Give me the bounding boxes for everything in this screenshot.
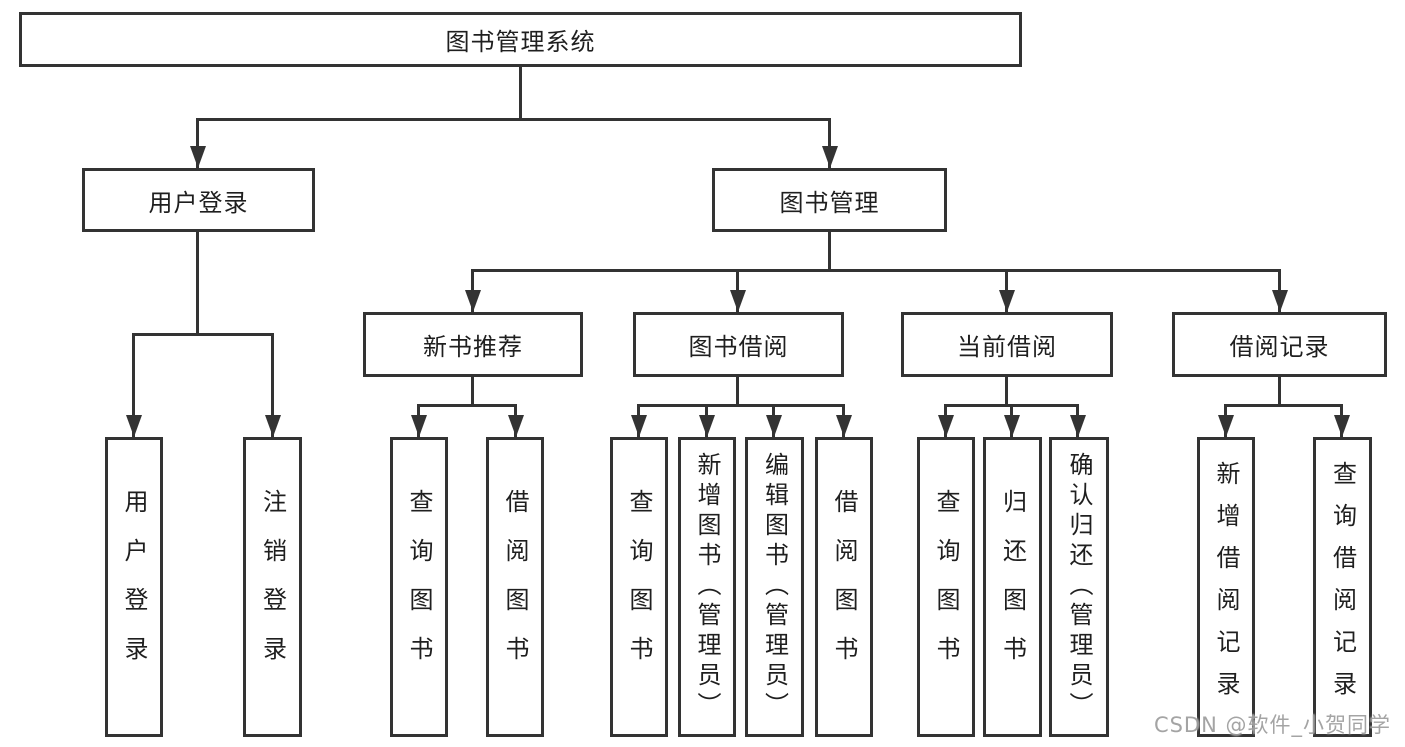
node-label: 确认归还（管理员）: [1065, 452, 1093, 722]
connector-line: [417, 404, 517, 407]
node-label: 图书管理: [779, 188, 880, 217]
node-label: 当前借阅: [957, 333, 1057, 361]
connector-line: [196, 118, 199, 168]
node-label: 新增借阅记录: [1212, 461, 1240, 713]
arrow-down-icon: [730, 290, 746, 312]
node-label: 查询图书: [405, 489, 433, 685]
node-borrowing-records: 借阅记录: [1172, 312, 1387, 377]
connector-line: [471, 269, 1281, 272]
connector-line: [132, 333, 274, 336]
node-label: 用户登录: [120, 489, 148, 685]
connector-line: [1278, 377, 1281, 407]
node-library-management-system: 图书管理系统: [19, 12, 1022, 67]
arrow-down-icon: [126, 415, 142, 437]
leaf-return-books: 归还图书: [983, 437, 1042, 737]
arrow-down-icon: [465, 290, 481, 312]
node-label: 查询图书: [625, 489, 653, 685]
leaf-logout: 注销登录: [243, 437, 302, 737]
arrow-down-icon: [699, 415, 715, 437]
leaf-user-login: 用户登录: [105, 437, 163, 737]
leaf-query-books-borrowing: 查询图书: [610, 437, 668, 737]
leaf-borrow-books-borrowing: 借阅图书: [815, 437, 873, 737]
node-label: 查询图书: [932, 489, 960, 685]
node-label: 查询借阅记录: [1328, 461, 1357, 713]
leaf-query-borrow-record: 查询借阅记录: [1313, 437, 1372, 737]
arrow-down-icon: [822, 146, 838, 168]
arrow-down-icon: [631, 415, 647, 437]
node-book-borrowing: 图书借阅: [633, 312, 844, 377]
node-label: 新书推荐: [423, 333, 523, 361]
leaf-add-borrow-record: 新增借阅记录: [1197, 437, 1255, 737]
node-new-book-recommendation: 新书推荐: [363, 312, 583, 377]
arrow-down-icon: [1070, 415, 1086, 437]
leaf-query-books-recommend: 查询图书: [390, 437, 448, 737]
arrow-down-icon: [265, 415, 281, 437]
node-label: 借阅记录: [1229, 333, 1330, 361]
arrow-down-icon: [999, 290, 1015, 312]
leaf-add-book-admin: 新增图书（管理员）: [678, 437, 736, 737]
arrow-down-icon: [836, 415, 852, 437]
node-label: 归还图书: [998, 489, 1027, 685]
arrow-down-icon: [508, 415, 524, 437]
connector-line: [828, 118, 831, 168]
arrow-down-icon: [190, 146, 206, 168]
connector-line: [828, 232, 831, 272]
connector-line: [471, 377, 474, 407]
arrow-down-icon: [1004, 415, 1020, 437]
connector-line: [519, 67, 522, 120]
arrow-down-icon: [1334, 415, 1350, 437]
node-label: 编辑图书（管理员）: [760, 452, 789, 722]
node-label: 图书管理系统: [445, 28, 596, 56]
connector-line: [196, 118, 831, 121]
connector-line: [196, 232, 199, 336]
node-label: 注销登录: [258, 489, 287, 685]
arrow-down-icon: [411, 415, 427, 437]
node-current-borrowing: 当前借阅: [901, 312, 1113, 377]
node-label: 借阅图书: [501, 489, 529, 685]
node-label: 用户登录: [148, 188, 249, 217]
arrow-down-icon: [938, 415, 954, 437]
node-book-management: 图书管理: [712, 168, 947, 232]
leaf-borrow-books-recommend: 借阅图书: [486, 437, 544, 737]
node-label: 新增图书（管理员）: [693, 452, 721, 722]
connector-line: [1224, 404, 1343, 407]
arrow-down-icon: [1218, 415, 1234, 437]
connector-line: [132, 333, 135, 437]
node-user-login: 用户登录: [82, 168, 315, 232]
arrow-down-icon: [766, 415, 782, 437]
node-label: 借阅图书: [830, 489, 858, 685]
connector-line: [271, 333, 274, 437]
leaf-confirm-return-admin: 确认归还（管理员）: [1049, 437, 1109, 737]
watermark: CSDN @软件_小贺同学: [1153, 713, 1391, 737]
connector-line: [1005, 377, 1008, 407]
leaf-edit-book-admin: 编辑图书（管理员）: [745, 437, 804, 737]
arrow-down-icon: [1272, 290, 1288, 312]
connector-line: [736, 377, 739, 407]
connector-line: [637, 404, 845, 407]
leaf-query-books-current: 查询图书: [917, 437, 975, 737]
node-label: 图书借阅: [688, 333, 789, 361]
